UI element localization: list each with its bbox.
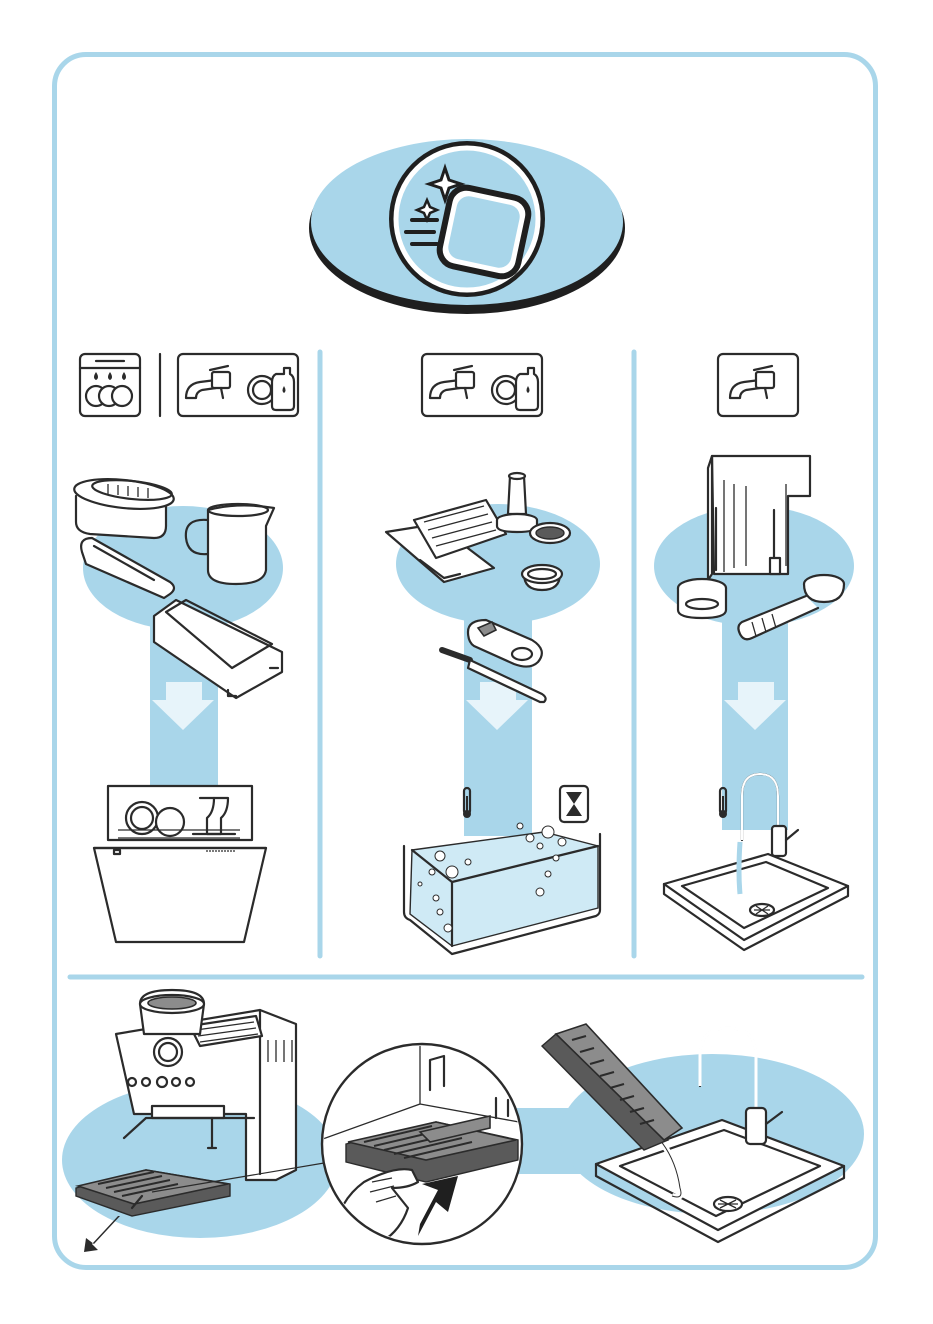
header-emblem (309, 139, 625, 314)
water-basin (404, 823, 600, 954)
step-rinse-tray (542, 1024, 864, 1242)
step-push-tray-release (320, 1044, 590, 1248)
tap-water-icon (718, 354, 798, 416)
cleaning-sparkle-icon (389, 141, 545, 297)
filter-basket-double (522, 565, 562, 590)
column-soak (386, 473, 600, 954)
column-rinse (654, 456, 854, 950)
cleaning-disc (678, 579, 726, 618)
filter-basket-single (530, 523, 570, 543)
tamper (497, 473, 537, 532)
hourglass-icon (560, 786, 588, 822)
dishwasher-appliance (94, 786, 266, 942)
water-filter-holder (73, 475, 175, 538)
dishwasher-safe-icon (80, 354, 140, 416)
step-remove-drip-tray (62, 990, 338, 1252)
column-dishwasher (73, 475, 283, 942)
arrow-pull-icon (84, 1216, 120, 1252)
